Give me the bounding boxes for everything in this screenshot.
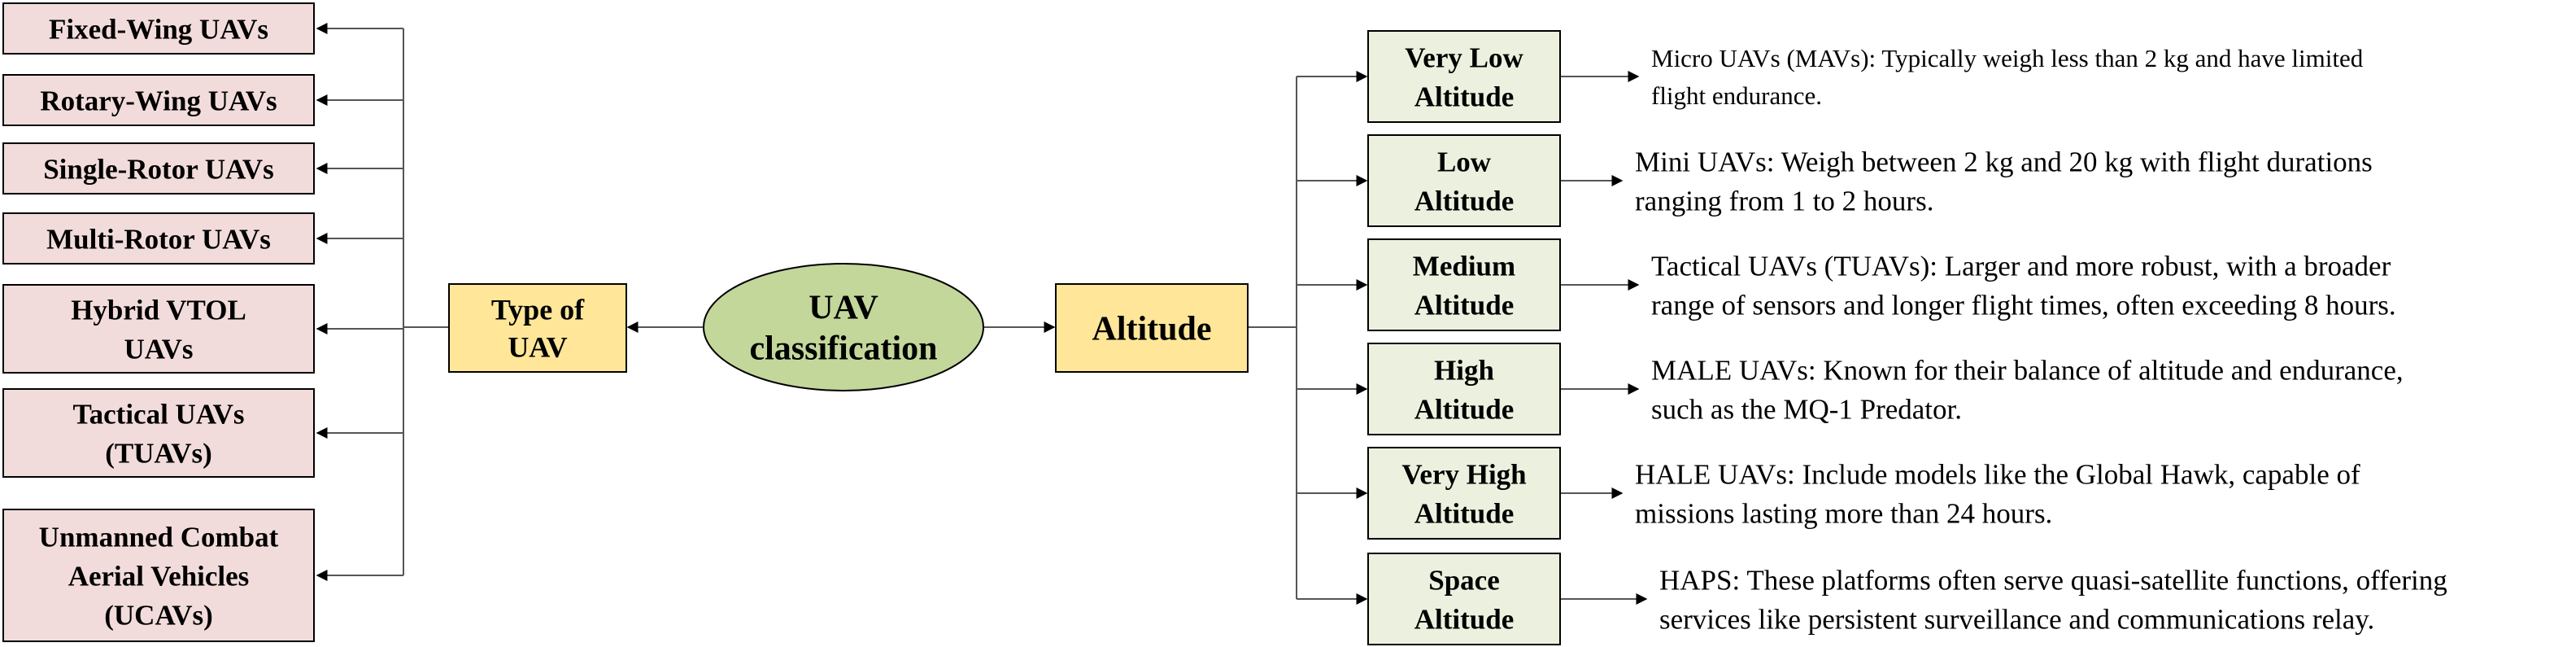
altitude-level-label: Altitude <box>1414 497 1515 529</box>
altitude-hub-label: Altitude <box>1092 311 1212 348</box>
altitude-hub <box>1055 283 1249 373</box>
altitude-level-box <box>1367 238 1561 331</box>
uav-type-label: Hybrid VTOL <box>71 294 246 326</box>
altitude-description: Mini UAVs: Weigh between 2 kg and 20 kg … <box>1635 146 2373 177</box>
uav-type-box <box>2 509 315 642</box>
altitude-description: MALE UAVs: Known for their balance of al… <box>1651 354 2404 386</box>
altitude-level-label: Medium <box>1413 250 1515 282</box>
type-of-uav-hub-label: UAV <box>508 331 567 364</box>
uav-type-label: Rotary-Wing UAVs <box>40 85 277 116</box>
altitude-level-box <box>1367 343 1561 435</box>
center-node-shape <box>703 263 984 391</box>
uav-type-label: Tactical UAVs <box>73 398 245 430</box>
uav-type-label: Single-Rotor UAVs <box>43 153 274 185</box>
altitude-description: such as the MQ-1 Predator. <box>1651 393 1962 425</box>
uav-type-label: UAVs <box>124 333 194 365</box>
uav-type-label: Aerial Vehicles <box>68 560 250 592</box>
altitude-level-label: Altitude <box>1414 81 1515 112</box>
connector-lines <box>316 23 1648 605</box>
altitude-description: range of sensors and longer flight times… <box>1651 289 2396 321</box>
altitude-level-label: High <box>1434 354 1494 386</box>
altitude-level-label: Very Low <box>1405 42 1523 73</box>
uav-type-box <box>2 2 315 55</box>
altitude-level-label: Very High <box>1401 458 1526 490</box>
altitude-description: missions lasting more than 24 hours. <box>1635 497 2052 529</box>
altitude-description: Tactical UAVs (TUAVs): Larger and more r… <box>1651 250 2391 282</box>
uav-type-box <box>2 142 315 195</box>
altitude-level-label: Low <box>1437 146 1492 177</box>
altitude-description: ranging from 1 to 2 hours. <box>1635 185 1933 216</box>
altitude-description: flight endurance. <box>1651 81 1822 110</box>
uav-type-box <box>2 74 315 126</box>
altitude-level-label: Altitude <box>1414 289 1515 321</box>
altitude-level-box <box>1367 447 1561 540</box>
uav-type-label: Unmanned Combat <box>39 521 279 553</box>
uav-type-label: (UCAVs) <box>104 599 213 631</box>
uav-type-label: (TUAVs) <box>105 437 212 469</box>
altitude-level-label: Space <box>1428 564 1500 596</box>
uav-type-label: Fixed-Wing UAVs <box>49 13 268 45</box>
type-of-uav-hub-label: Type of <box>491 294 585 326</box>
uav-type-box <box>2 212 315 264</box>
altitude-description: Micro UAVs (MAVs): Typically weigh less … <box>1651 44 2364 72</box>
altitude-level-label: Altitude <box>1414 393 1515 425</box>
altitude-level-label: Altitude <box>1414 603 1515 635</box>
type-of-uav-hub <box>448 283 627 373</box>
altitude-level-box <box>1367 30 1561 123</box>
altitude-level-box <box>1367 134 1561 227</box>
uav-type-box <box>2 284 315 374</box>
altitude-description: HAPS: These platforms often serve quasi-… <box>1659 564 2447 596</box>
uav-type-label: Multi-Rotor UAVs <box>46 223 271 255</box>
altitude-level-box <box>1367 553 1561 645</box>
center-node-label: classification <box>750 330 938 368</box>
uav-type-box <box>2 388 315 478</box>
center-node-label: UAV <box>809 290 878 327</box>
altitude-description: HALE UAVs: Include models like the Globa… <box>1635 458 2360 490</box>
altitude-description: services like persistent surveillance an… <box>1659 603 2374 635</box>
altitude-level-label: Altitude <box>1414 185 1515 216</box>
